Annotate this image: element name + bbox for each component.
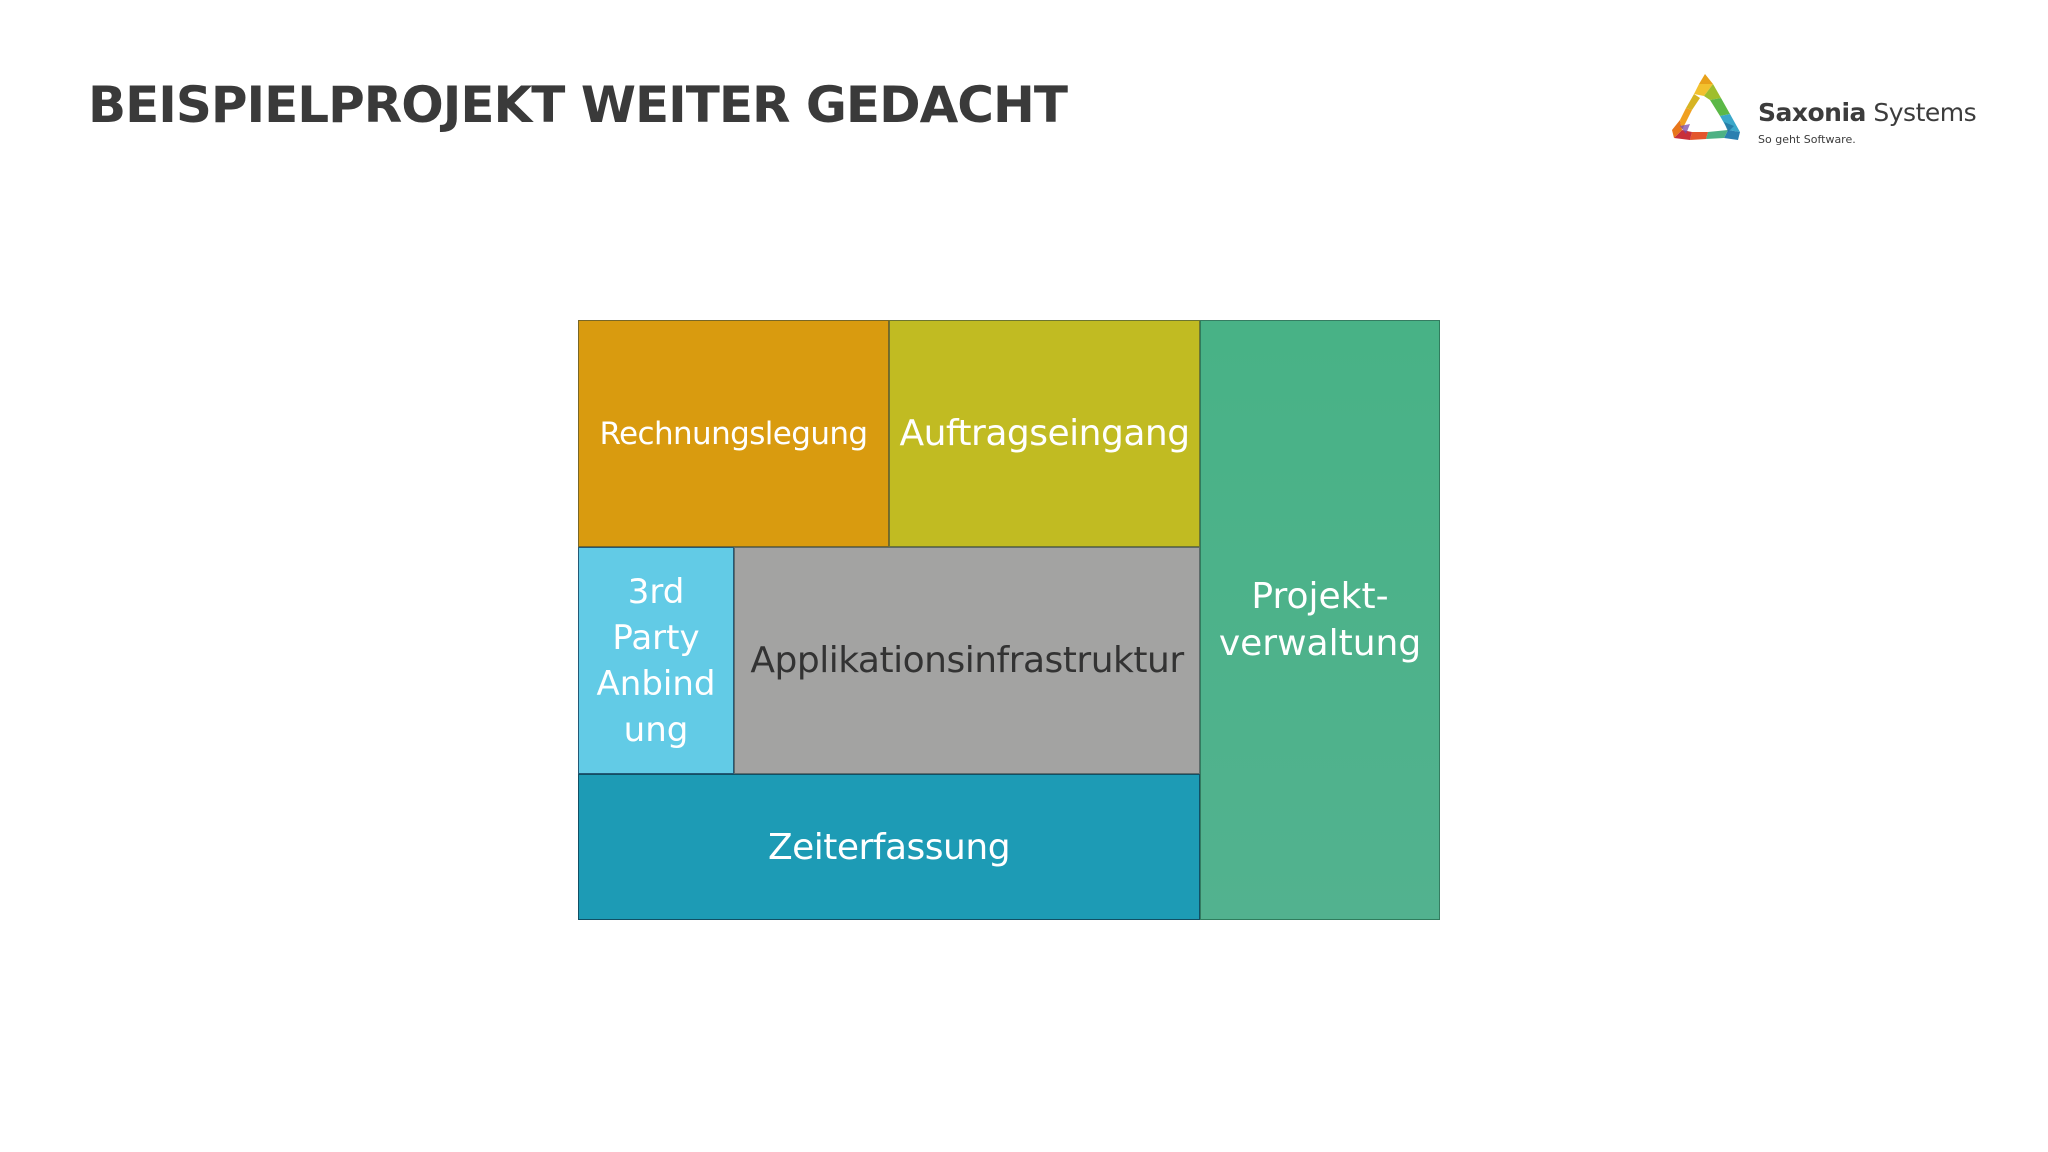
block-applikationsinfrastruktur: Applikationsinfrastruktur: [734, 547, 1200, 774]
block-label-line: 3rd: [627, 571, 685, 612]
block-third-party-anbindung: 3rd Party Anbind ung: [578, 547, 734, 774]
block-label: 3rd Party Anbind ung: [597, 569, 716, 753]
block-label: Auftragseingang: [899, 413, 1190, 454]
block-label-line: verwaltung: [1218, 623, 1422, 664]
block-label-line: Rechnungslegung: [599, 415, 868, 452]
logo-tagline: So geht Software.: [1758, 133, 1856, 146]
logo-name: Saxonia Systems: [1758, 98, 1977, 128]
slide-title: BEISPIELPROJEKT WEITER GEDACHT: [88, 76, 1068, 134]
block-projektverwaltung: Projekt- verwaltung: [1200, 320, 1440, 920]
block-label: Projekt- verwaltung: [1219, 573, 1421, 667]
block-rechnungslegung: Rechnungslegung: [578, 320, 889, 547]
block-label-line: Applikationsinfrastruktur: [750, 640, 1184, 681]
block-label-line: ung: [623, 709, 689, 750]
logo-name-bold: Saxonia: [1758, 98, 1866, 127]
block-zeiterfassung: Zeiterfassung: [578, 774, 1200, 920]
company-logo: Saxonia Systems So geht Software.: [1668, 70, 1977, 154]
block-label: Zeiterfassung: [767, 826, 1011, 868]
block-label-line: Auftragseingang: [899, 413, 1190, 454]
block-label: Applikationsinfrastruktur: [750, 640, 1184, 681]
block-label-line: Party: [612, 617, 700, 658]
architecture-block-diagram: Rechnungslegung Auftragseingang Projekt-…: [578, 320, 1440, 920]
block-label-line: Zeiterfassung: [767, 826, 1011, 868]
block-label-line: Anbind: [596, 663, 716, 704]
block-auftragseingang: Auftragseingang: [889, 320, 1200, 547]
logo-name-regular: Systems: [1873, 98, 1977, 127]
block-label-line: Projekt-: [1251, 576, 1389, 617]
block-label: Rechnungslegung: [599, 415, 868, 452]
triangle-logo-icon: [1672, 74, 1740, 140]
